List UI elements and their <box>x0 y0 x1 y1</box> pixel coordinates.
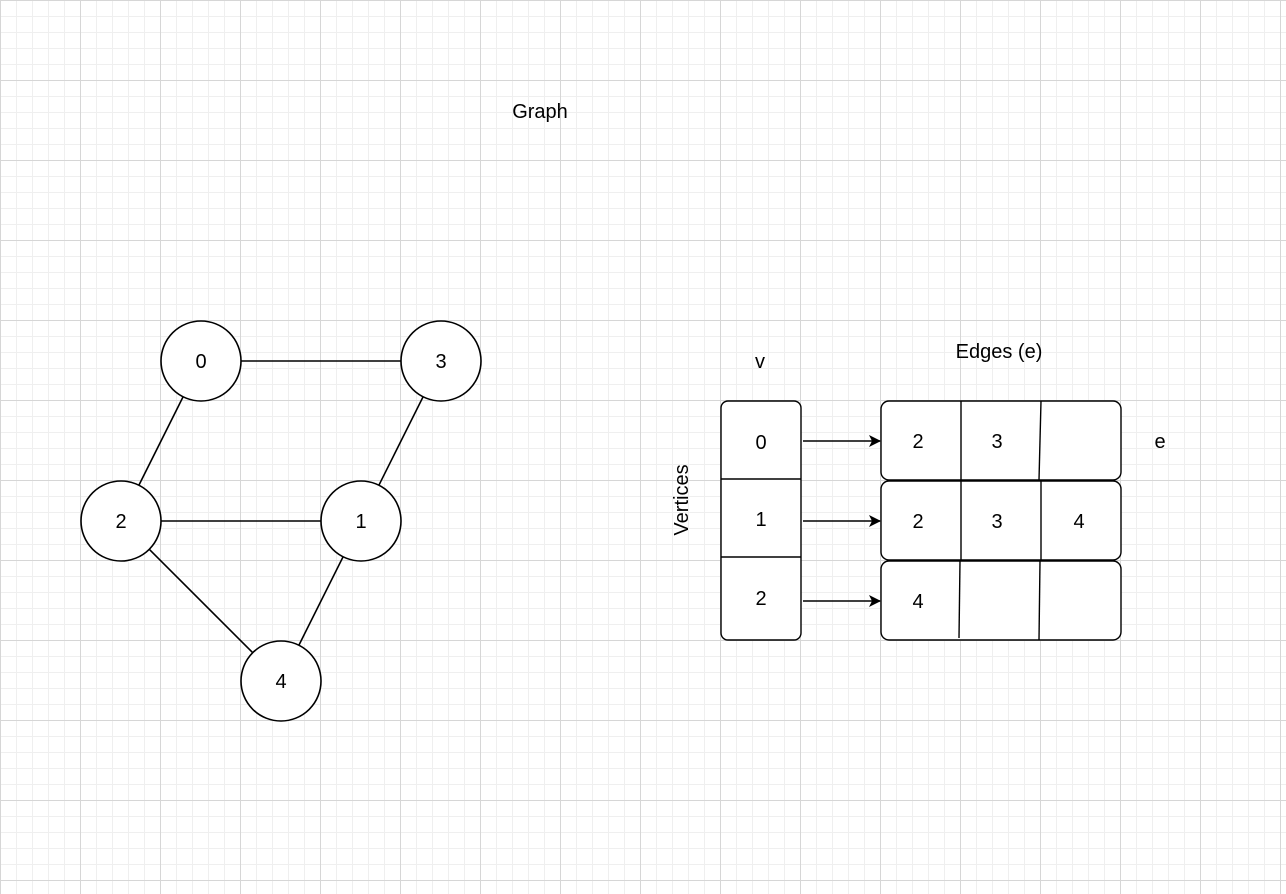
graph-node-0: 0 <box>160 320 242 402</box>
edge-row-2: 4 <box>880 560 1122 641</box>
graph-edge-1-4 <box>298 556 344 646</box>
edges-label: Edges (e) <box>956 341 1043 363</box>
vertex-cell-2: 2 <box>755 588 766 610</box>
graph-edge-3-1 <box>378 396 424 486</box>
graph-edges <box>138 360 424 654</box>
graph-node-label: 1 <box>355 511 366 533</box>
edge-row-divider <box>1038 560 1041 641</box>
edge-row-divider <box>1038 400 1042 481</box>
v-label: v <box>755 351 765 373</box>
graph-node-3: 3 <box>400 320 482 402</box>
edge-row-box <box>880 480 1122 561</box>
vertex-column: 0 1 2 <box>720 400 802 641</box>
edge-row-divider <box>958 560 961 639</box>
edge-row-1: 2 3 4 <box>880 480 1122 561</box>
graph-nodes: 0 3 2 1 4 <box>80 320 482 722</box>
edge-cell: 3 <box>991 511 1002 533</box>
graph-node-4: 4 <box>240 640 322 722</box>
e-label: e <box>1154 431 1165 453</box>
graph-node-1: 1 <box>320 480 402 562</box>
graph-edge-2-4 <box>148 548 254 654</box>
graph-node-circle <box>160 320 242 402</box>
graph-node-label: 4 <box>275 671 286 693</box>
graph-node-circle <box>320 480 402 562</box>
graph-node-circle <box>240 640 322 722</box>
graph-node-circle <box>400 320 482 402</box>
graph-node-label: 0 <box>195 351 206 373</box>
edge-cell: 4 <box>912 591 923 613</box>
graph-node-circle <box>80 480 162 562</box>
vertex-cell-0: 0 <box>755 432 766 454</box>
edge-cell: 2 <box>912 431 923 453</box>
graph-node-2: 2 <box>80 480 162 562</box>
vertex-column-box <box>720 400 802 641</box>
vertices-label: Vertices <box>671 464 693 535</box>
graph-node-label: 3 <box>435 351 446 373</box>
vertex-cell-1: 1 <box>755 509 766 531</box>
edge-row-box <box>880 400 1122 481</box>
diagram-title: Graph <box>512 101 568 123</box>
adjacency-arrows <box>803 435 881 607</box>
graph-edge-0-2 <box>138 396 184 486</box>
graph-node-label: 2 <box>115 511 126 533</box>
edge-cell: 4 <box>1073 511 1084 533</box>
edge-row-box <box>880 560 1122 641</box>
edge-cell: 3 <box>991 431 1002 453</box>
edge-cell: 2 <box>912 511 923 533</box>
